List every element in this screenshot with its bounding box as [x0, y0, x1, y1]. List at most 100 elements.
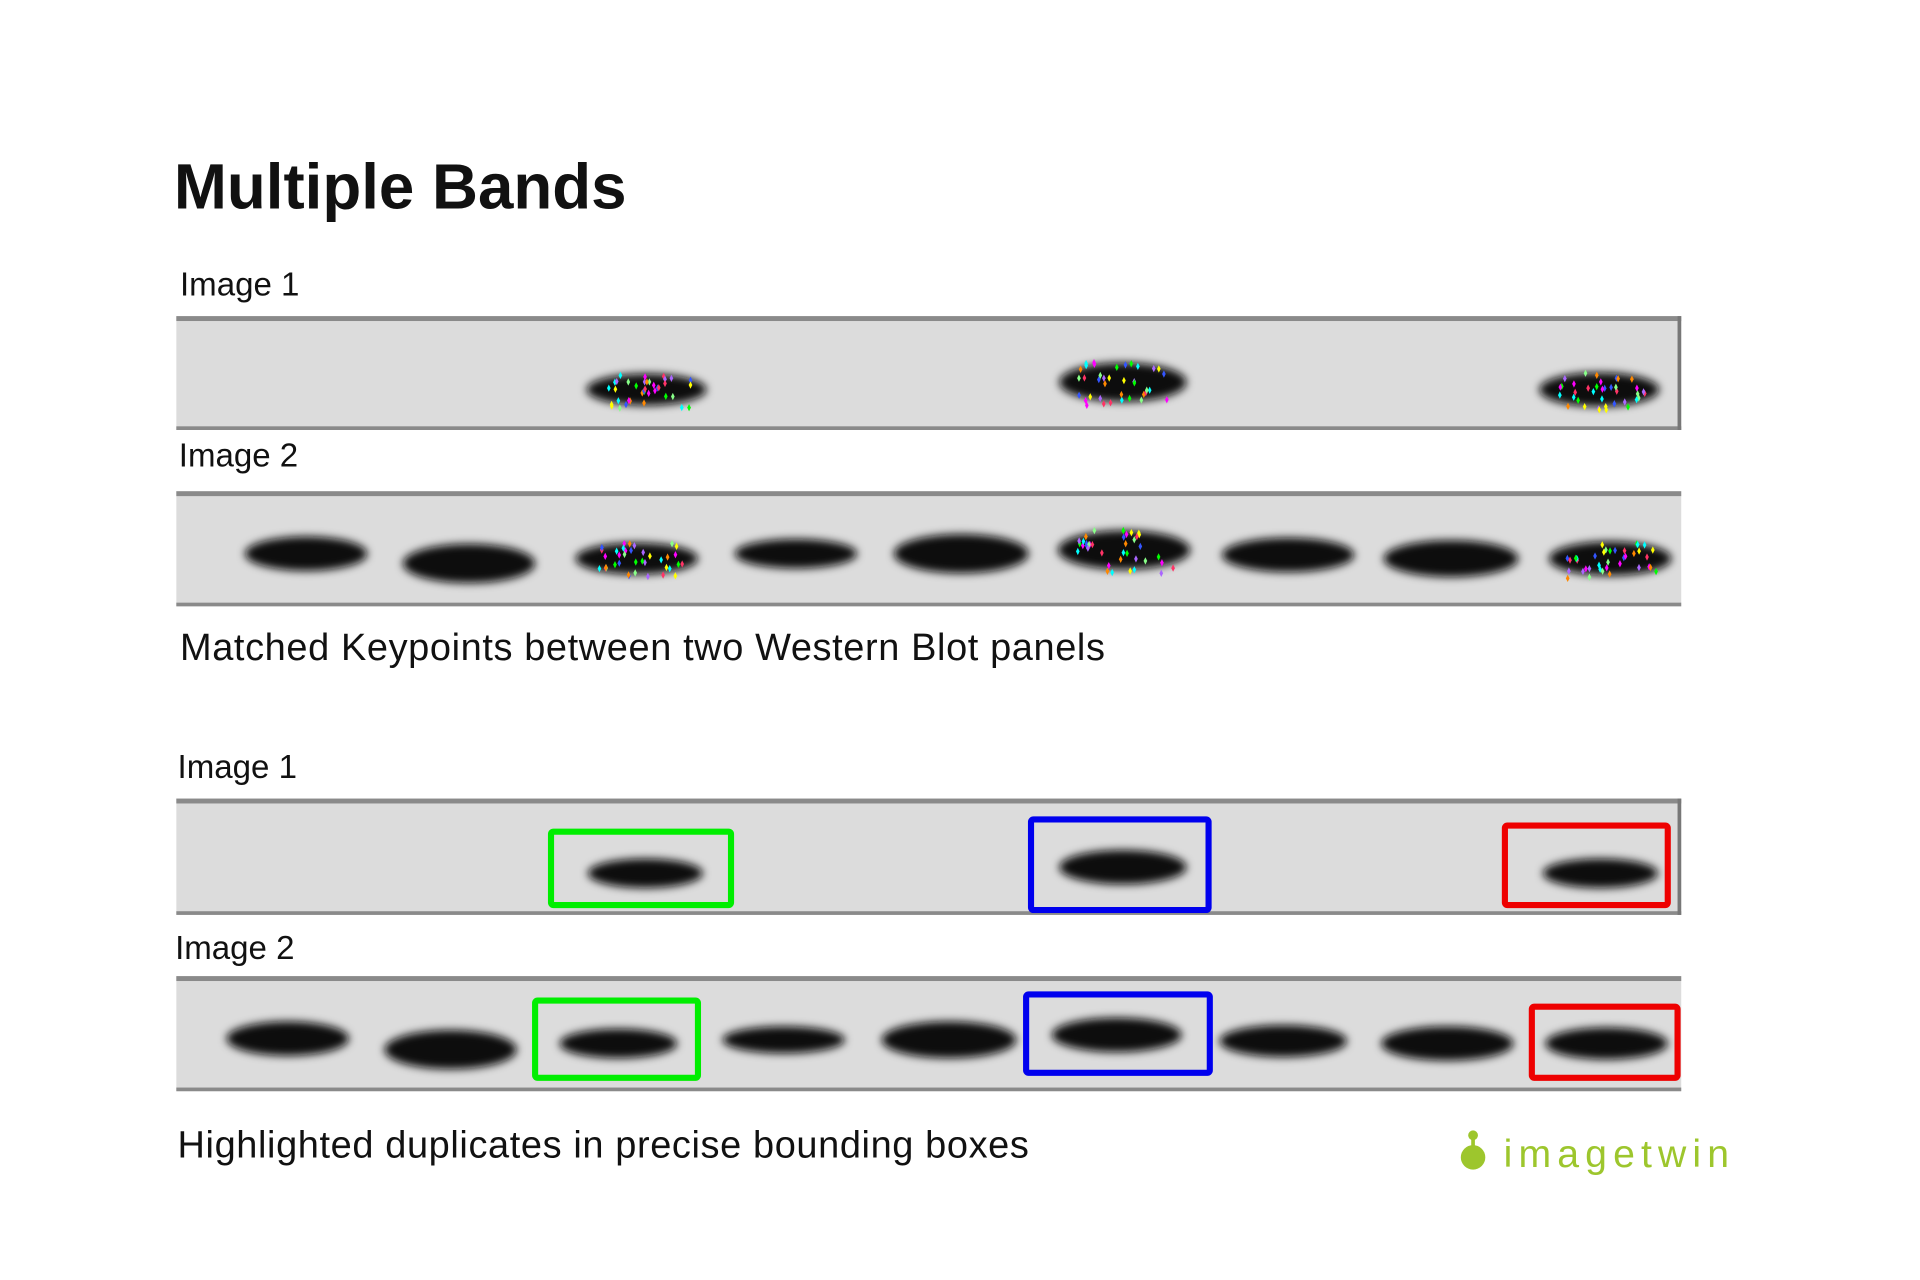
keypoint-marker	[643, 385, 647, 393]
blot-panel-section2-image1	[176, 798, 1682, 915]
keypoint-marker	[613, 560, 617, 569]
keypoint-marker	[606, 384, 611, 392]
keypoint-marker	[659, 556, 663, 564]
keypoint-marker	[1622, 547, 1627, 555]
keypoint-marker	[1114, 363, 1119, 372]
keypoint-marker	[665, 553, 670, 561]
keypoint-marker	[643, 373, 647, 381]
keypoint-marker	[645, 378, 649, 386]
keypoint-marker	[1645, 553, 1649, 561]
keypoint-marker	[1600, 541, 1605, 549]
keypoint-marker	[633, 569, 638, 577]
keypoint-marker	[1101, 400, 1106, 408]
keypoint-marker	[629, 546, 633, 555]
keypoint-marker	[622, 550, 627, 559]
keypoint-marker	[663, 375, 667, 383]
keypoint-marker	[614, 377, 619, 386]
keypoint-marker	[1650, 546, 1655, 554]
keypoint-marker	[1147, 386, 1152, 394]
duplicate-bounding-box	[1027, 816, 1212, 914]
keypoint-marker	[627, 396, 631, 405]
logo-text: imagetwin	[1504, 1133, 1735, 1176]
blot-bottom-edge	[176, 911, 1682, 915]
page-title: Multiple Bands	[174, 151, 627, 222]
keypoint-marker	[1077, 374, 1081, 382]
keypoint-marker	[1587, 573, 1592, 581]
keypoint-marker	[1630, 375, 1634, 383]
protein-band	[575, 542, 698, 575]
section1-caption: Matched Keypoints between two Western Bl…	[180, 627, 1106, 669]
keypoint-marker	[604, 563, 608, 572]
keypoint-marker	[1626, 403, 1630, 411]
keypoint-marker	[1612, 400, 1617, 408]
keypoint-marker	[1139, 396, 1144, 404]
keypoint-marker	[618, 371, 623, 380]
keypoint-marker	[1604, 564, 1609, 572]
keypoint-marker	[1164, 396, 1169, 404]
keypoint-marker	[603, 552, 608, 560]
keypoint-marker	[642, 378, 647, 386]
keypoint-marker	[1098, 371, 1103, 380]
protein-band	[1219, 1025, 1347, 1057]
keypoint-marker	[1635, 390, 1640, 398]
protein-band	[734, 538, 858, 569]
keypoint-marker	[1586, 384, 1590, 392]
blot-panel-section2-image2	[176, 976, 1682, 1092]
blot-top-edge	[176, 798, 1682, 804]
keypoint-marker	[1107, 374, 1112, 382]
keypoint-marker	[1581, 567, 1585, 576]
keypoint-marker	[1618, 560, 1622, 568]
keypoint-marker	[688, 376, 693, 384]
keypoint-marker	[618, 404, 622, 412]
keypoint-marker	[1156, 553, 1161, 561]
protein-band	[1051, 1017, 1182, 1053]
keypoint-marker	[1600, 385, 1605, 393]
keypoint-marker	[663, 379, 667, 388]
keypoint-marker	[1583, 369, 1588, 377]
keypoint-marker	[673, 551, 678, 559]
keypoint-marker	[1572, 380, 1576, 388]
blot-right-edge	[1677, 316, 1682, 430]
duplicate-bounding-box	[1528, 1003, 1681, 1081]
keypoint-marker	[1137, 529, 1141, 537]
keypoint-marker	[1124, 530, 1129, 539]
keypoint-marker	[626, 378, 631, 386]
keypoint-marker	[1600, 567, 1605, 575]
keypoint-marker	[1573, 554, 1578, 562]
keypoint-marker	[1144, 386, 1149, 394]
keypoint-marker	[626, 571, 631, 579]
protein-band	[1545, 1027, 1668, 1060]
section2-image2-label: Image 2	[175, 930, 294, 967]
keypoint-marker	[1138, 542, 1143, 551]
protein-band	[587, 858, 703, 888]
protein-band	[1548, 541, 1672, 576]
blot-top-edge	[176, 491, 1682, 497]
keypoint-marker	[1597, 561, 1601, 569]
logo-drop-icon	[1460, 1130, 1486, 1170]
section1-image1-label: Image 1	[180, 266, 299, 303]
protein-band	[1222, 537, 1355, 573]
keypoint-marker	[651, 381, 656, 389]
keypoint-marker	[1600, 395, 1604, 403]
blot-panel-section1-image1	[176, 316, 1682, 430]
keypoint-marker	[1118, 555, 1123, 563]
keypoint-marker	[676, 560, 681, 569]
keypoint-marker	[1568, 556, 1572, 564]
blot-right-edge	[1677, 798, 1682, 915]
keypoint-marker	[1641, 388, 1646, 396]
protein-band	[1057, 530, 1191, 570]
protein-band	[1381, 1026, 1514, 1061]
keypoint-marker	[1567, 567, 1571, 575]
keypoint-marker	[647, 378, 652, 386]
keypoint-marker	[1654, 567, 1658, 576]
keypoint-marker	[597, 564, 602, 573]
blot-background	[176, 316, 1682, 430]
keypoint-marker	[1604, 406, 1609, 414]
duplicate-bounding-box	[532, 997, 702, 1081]
keypoint-marker	[1598, 378, 1603, 386]
blot-bottom-edge	[176, 426, 1682, 430]
section2-image1-label: Image 1	[178, 749, 297, 786]
keypoint-marker	[1558, 391, 1562, 399]
keypoint-marker	[646, 389, 651, 397]
